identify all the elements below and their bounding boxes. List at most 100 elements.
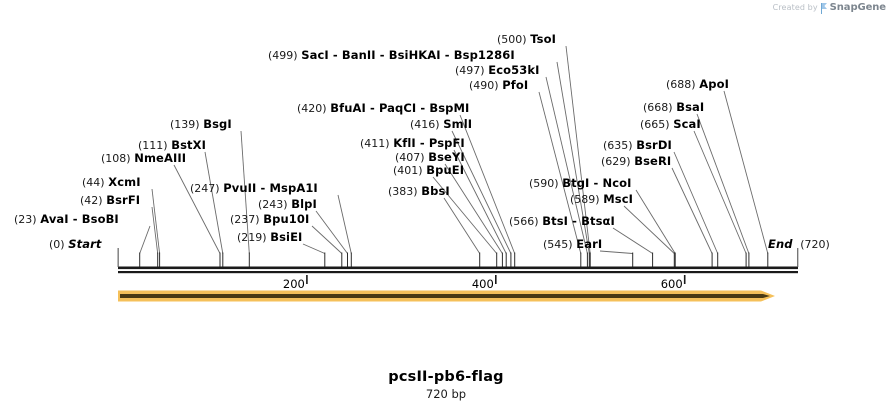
site-label-688[interactable]: (688) ApoI	[666, 77, 729, 92]
site-position: (416)	[410, 118, 440, 131]
site-label-665[interactable]: (665) ScaI	[640, 118, 701, 132]
site-label-590[interactable]: (590) BtgI - NcoI	[529, 176, 632, 191]
site-label-497[interactable]: (497) Eco53kI	[455, 63, 540, 78]
site-enzymes: BsrDI	[636, 138, 672, 152]
site-label-401[interactable]: (401) BpuEI	[393, 163, 465, 178]
site-enzymes: Eco53kI	[488, 63, 540, 77]
site-label-545[interactable]: (545) EarI	[543, 238, 602, 252]
site-enzymes: BseRI	[634, 154, 672, 168]
site-position: (589)	[570, 193, 600, 206]
site-label-416[interactable]: (416) SmlI	[410, 117, 473, 132]
site-position: (407)	[395, 151, 425, 164]
site-label-247[interactable]: (247) PvuII - MspA1I	[190, 181, 318, 196]
site-position: (499)	[268, 49, 298, 62]
site-label-243[interactable]: (243) BlpI	[258, 198, 317, 212]
site-label-237[interactable]: (237) Bpu10I	[230, 212, 310, 227]
watermark-prefix: Created by	[772, 3, 818, 12]
site-label-411[interactable]: (411) KflI - PspFI	[360, 136, 465, 151]
site-label-635[interactable]: (635) BsrDI	[603, 138, 672, 153]
site-position: (401)	[393, 164, 423, 177]
site-position: (383)	[388, 185, 418, 198]
end-label: End (720)	[768, 237, 830, 252]
site-enzymes: SacI - BanII - BsiHKAI - Bsp1286I	[301, 48, 515, 62]
ruler-tick-label-200: 200	[282, 277, 305, 291]
end-text: End	[768, 237, 793, 251]
site-label-407[interactable]: (407) BseYI	[395, 150, 465, 165]
site-enzymes: BsiEI	[270, 230, 303, 244]
site-position: (23)	[14, 213, 37, 226]
site-position: (500)	[497, 33, 527, 46]
start-text: Start	[68, 237, 102, 251]
site-enzymes: PfoI	[502, 78, 529, 92]
site-position: (44)	[82, 176, 105, 189]
site-label-42[interactable]: (42) BsrFI	[80, 194, 140, 208]
leader-lines	[139, 45, 769, 254]
site-label-500[interactable]: (500) TsoI	[497, 32, 556, 47]
snapgene-flag-icon	[820, 3, 827, 14]
site-enzymes: BtsI - BtsαI	[542, 214, 615, 228]
site-label-23[interactable]: (23) AvaI - BsoBI	[14, 212, 119, 227]
site-label-44[interactable]: (44) XcmI	[82, 175, 141, 190]
site-position: (490)	[469, 79, 499, 92]
orf-feature-arrow[interactable]	[118, 290, 775, 302]
site-enzymes: BpuEI	[426, 163, 465, 177]
site-enzymes: XcmI	[108, 175, 141, 189]
site-tick-marks	[139, 252, 769, 267]
site-enzymes: ApoI	[699, 77, 729, 91]
site-label-499[interactable]: (499) SacI - BanII - BsiHKAI - Bsp1286I	[268, 48, 515, 63]
snapgene-watermark: Created by SnapGene	[772, 2, 886, 14]
site-label-589[interactable]: (589) MscI	[570, 192, 634, 207]
site-position: (108)	[101, 152, 131, 165]
ruler-ticks	[306, 275, 686, 284]
site-enzymes: BfuAI - PaqCI - BspMI	[330, 101, 470, 115]
sequence-backbone	[118, 266, 798, 274]
site-enzymes: BseYI	[428, 150, 465, 164]
site-position: (237)	[230, 213, 260, 226]
site-position: (629)	[601, 155, 631, 168]
site-position: (545)	[543, 238, 573, 251]
site-position: (665)	[640, 118, 670, 131]
site-position: (247)	[190, 182, 220, 195]
site-enzymes: AvaI - BsoBI	[40, 212, 119, 226]
ruler-tick-label-400: 400	[471, 277, 494, 291]
site-label-420[interactable]: (420) BfuAI - PaqCI - BspMI	[297, 101, 470, 116]
site-position: (219)	[237, 231, 267, 244]
site-label-668[interactable]: (668) BsaI	[643, 100, 705, 115]
site-label-111[interactable]: (111) BstXI	[138, 138, 207, 153]
site-label-139[interactable]: (139) BsgI	[170, 117, 232, 132]
site-enzymes: BstXI	[171, 138, 207, 152]
page-title: pcsII-pb6-flag	[388, 369, 504, 385]
sequence-length: 720 bp	[425, 387, 467, 401]
site-position: (668)	[643, 101, 673, 114]
end-position: (720)	[800, 238, 830, 251]
site-enzymes: Bpu10I	[263, 212, 310, 226]
site-label-566[interactable]: (566) BtsI - BtsαI	[509, 214, 615, 229]
site-position: (111)	[138, 139, 168, 152]
site-position: (566)	[509, 215, 539, 228]
site-position: (590)	[529, 177, 559, 190]
site-enzymes: KflI - PspFI	[393, 136, 465, 150]
start-position: (0)	[49, 238, 65, 251]
site-enzymes: BbsI	[421, 184, 450, 198]
site-position: (420)	[297, 102, 327, 115]
site-enzymes: SmlI	[443, 117, 473, 131]
watermark-brand: SnapGene	[829, 2, 886, 13]
site-position: (688)	[666, 78, 696, 91]
site-position: (42)	[80, 194, 103, 207]
site-enzymes: TsoI	[530, 32, 556, 46]
site-enzymes: BsaI	[676, 100, 705, 114]
site-enzymes: PvuII - MspA1I	[223, 181, 318, 195]
site-position: (411)	[360, 137, 390, 150]
site-enzymes: BsgI	[203, 117, 232, 131]
site-position: (243)	[258, 198, 288, 211]
site-enzymes: MscI	[603, 192, 634, 206]
site-label-383[interactable]: (383) BbsI	[388, 184, 450, 199]
site-position: (497)	[455, 64, 485, 77]
site-label-629[interactable]: (629) BseRI	[601, 154, 672, 169]
site-label-219[interactable]: (219) BsiEI	[237, 230, 303, 245]
site-enzymes: BtgI - NcoI	[562, 176, 632, 190]
site-label-108[interactable]: (108) NmeAIII	[101, 152, 186, 166]
site-label-490[interactable]: (490) PfoI	[469, 78, 529, 93]
